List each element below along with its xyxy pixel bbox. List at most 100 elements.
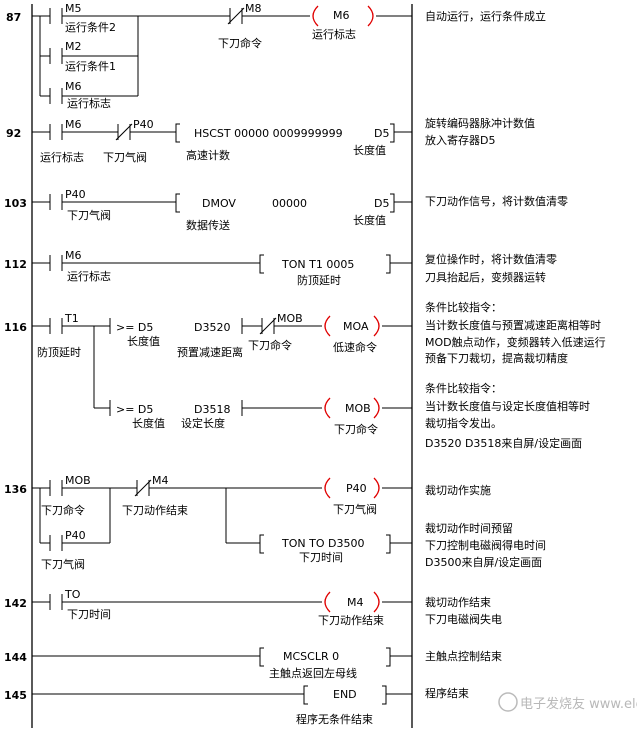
rung-comment: 下刀控制电磁阀得电时间 bbox=[425, 538, 546, 552]
line-number: 144 bbox=[4, 651, 27, 664]
contact-address: TO bbox=[64, 588, 81, 601]
line-number: 136 bbox=[4, 483, 27, 496]
operand-label: 长度值 bbox=[132, 416, 165, 430]
rung-103: 103 P40 下刀气阀 DMOV 00000 D5 数据传送 长度值 下刀动作… bbox=[4, 188, 568, 232]
contact-label: 运行标志 bbox=[40, 150, 84, 164]
compare-operand: D3518 bbox=[194, 403, 230, 416]
contact-label: 运行标志 bbox=[67, 269, 111, 283]
coil bbox=[324, 397, 331, 419]
instruction-label: 防顶延时 bbox=[297, 273, 341, 287]
instruction-text: TON T1 0005 bbox=[281, 258, 354, 271]
watermark-text: 电子发烧友 www.elecfans.com bbox=[520, 696, 637, 712]
operand-label: 长度值 bbox=[353, 213, 386, 227]
contact-address: P40 bbox=[65, 529, 86, 542]
coil bbox=[324, 315, 331, 337]
coil bbox=[324, 591, 331, 613]
contact-label: 下刀动作结束 bbox=[122, 504, 188, 517]
rung-112: 112 M6 运行标志 TON T1 0005 防顶延时 复位操作时，将计数值清… bbox=[4, 249, 557, 287]
contact-address: P40 bbox=[133, 118, 154, 131]
instruction-text: END bbox=[333, 688, 357, 701]
operand-label: 长度值 bbox=[127, 334, 160, 348]
contact-address: M6 bbox=[65, 249, 82, 262]
rung-comment: 条件比较指令： bbox=[425, 381, 502, 395]
instruction-label: 主触点返回左母线 bbox=[269, 666, 357, 680]
instruction-text: DMOV bbox=[202, 197, 236, 210]
rung-comment: 当计数长度值与预置减速距离相等时 bbox=[425, 318, 601, 332]
line-number: 103 bbox=[4, 197, 27, 210]
instruction-text: TON TO D3500 bbox=[281, 537, 364, 550]
rung-comment: 旋转编码器脉冲计数值 bbox=[425, 116, 535, 130]
coil-address: M6 bbox=[333, 9, 350, 22]
contact-label: 下刀命令 bbox=[41, 503, 85, 517]
contact-label: 运行条件2 bbox=[65, 20, 116, 34]
contact-address: M6 bbox=[65, 80, 82, 93]
rung-116: 116 T1 防顶延时 >= D5 D3520 长度值 预置减速距离 MOB 下… bbox=[4, 300, 606, 450]
instruction-box bbox=[175, 123, 180, 143]
contact-address: T1 bbox=[64, 312, 79, 325]
line-number: 92 bbox=[6, 127, 21, 140]
contact-address: M8 bbox=[245, 2, 262, 15]
contact-label: 运行条件1 bbox=[65, 59, 116, 73]
rung-comment: 主触点控制结束 bbox=[425, 649, 502, 663]
coil-label: 下刀动作结束 bbox=[318, 614, 384, 627]
contact-address: P40 bbox=[65, 188, 86, 201]
coil-label: 下刀命令 bbox=[334, 422, 378, 436]
rung-comment: 裁切动作结束 bbox=[425, 596, 491, 609]
contact-address: M5 bbox=[65, 2, 82, 15]
rung-comment: 裁切动作时间预留 bbox=[425, 522, 513, 535]
rung-136: 136 MOB 下刀命令 P40 下刀气阀 M4 下刀动作结束 P40 下刀气阀… bbox=[4, 474, 546, 571]
rung-comment: 程序结束 bbox=[425, 686, 469, 700]
instruction-box bbox=[175, 193, 180, 213]
rung-92: 92 M6 运行标志 P40 下刀气阀 HSCST 00000 00099999… bbox=[6, 116, 535, 164]
contact-label: 下刀命令 bbox=[218, 36, 262, 50]
contact-address: M2 bbox=[65, 40, 82, 53]
contact-address: MOB bbox=[65, 474, 91, 487]
contact-address: M4 bbox=[152, 474, 169, 487]
watermark: 电子发烧友 www.elecfans.com bbox=[498, 692, 637, 712]
rung-comment: 刀具抬起后，变频器运转 bbox=[425, 270, 546, 284]
operand-label: 设定长度 bbox=[181, 416, 225, 430]
instruction-label: 高速计数 bbox=[186, 148, 230, 162]
coil-address: MOB bbox=[345, 402, 371, 415]
compare-operand: >= D5 bbox=[116, 403, 153, 416]
operand-label: 长度值 bbox=[353, 143, 386, 157]
rung-comment: 条件比较指令： bbox=[425, 300, 502, 314]
coil-label: 低速命令 bbox=[333, 340, 377, 354]
rung-comment: 裁切指令发出。 bbox=[425, 416, 502, 430]
operand: D5 bbox=[374, 197, 389, 210]
operand-label: 预置减速距离 bbox=[177, 345, 243, 359]
contact-label: 下刀时间 bbox=[67, 608, 111, 621]
operand: 00000 bbox=[272, 197, 307, 210]
compare-operand: D3520 bbox=[194, 321, 230, 334]
coil-label: 运行标志 bbox=[312, 27, 356, 41]
line-number: 142 bbox=[4, 597, 27, 610]
instruction-box bbox=[259, 534, 264, 554]
rung-144: 144 MCSCLR 0 主触点返回左母线 主触点控制结束 bbox=[4, 647, 502, 680]
instruction-box bbox=[259, 647, 264, 667]
coil-address: P40 bbox=[346, 482, 367, 495]
instruction-box bbox=[259, 254, 264, 274]
rung-comment: 当计数长度值与设定长度值相等时 bbox=[425, 399, 590, 413]
rung-comment: 自动运行，运行条件成立 bbox=[425, 9, 546, 23]
instruction-label: 程序无条件结束 bbox=[296, 712, 373, 726]
line-number: 112 bbox=[4, 258, 27, 271]
contact-label: 下刀气阀 bbox=[41, 557, 85, 571]
coil bbox=[324, 477, 331, 499]
coil bbox=[312, 5, 319, 27]
coil-address: MOA bbox=[343, 320, 369, 333]
line-number: 116 bbox=[4, 321, 27, 334]
contact-label: 防顶延时 bbox=[37, 345, 81, 359]
rung-comment: 复位操作时，将计数值清零 bbox=[425, 252, 557, 266]
line-number: 87 bbox=[6, 11, 21, 24]
watermark-logo-icon bbox=[498, 692, 518, 712]
rung-comment: D3500来自屏/设定画面 bbox=[425, 555, 542, 569]
line-number: 145 bbox=[4, 689, 27, 702]
instruction-text: MCSCLR 0 bbox=[283, 650, 339, 663]
rung-comment: 下刀电磁阀失电 bbox=[425, 612, 502, 626]
contact-label: 运行标志 bbox=[67, 96, 111, 110]
rung-comment: 放入寄存器D5 bbox=[425, 133, 495, 147]
compare-operand: >= D5 bbox=[116, 321, 153, 334]
rung-142: 142 TO 下刀时间 M4 下刀动作结束 裁切动作结束 下刀电磁阀失电 bbox=[4, 588, 502, 627]
instruction-label: 数据传送 bbox=[186, 218, 230, 232]
instruction-box bbox=[303, 685, 308, 705]
